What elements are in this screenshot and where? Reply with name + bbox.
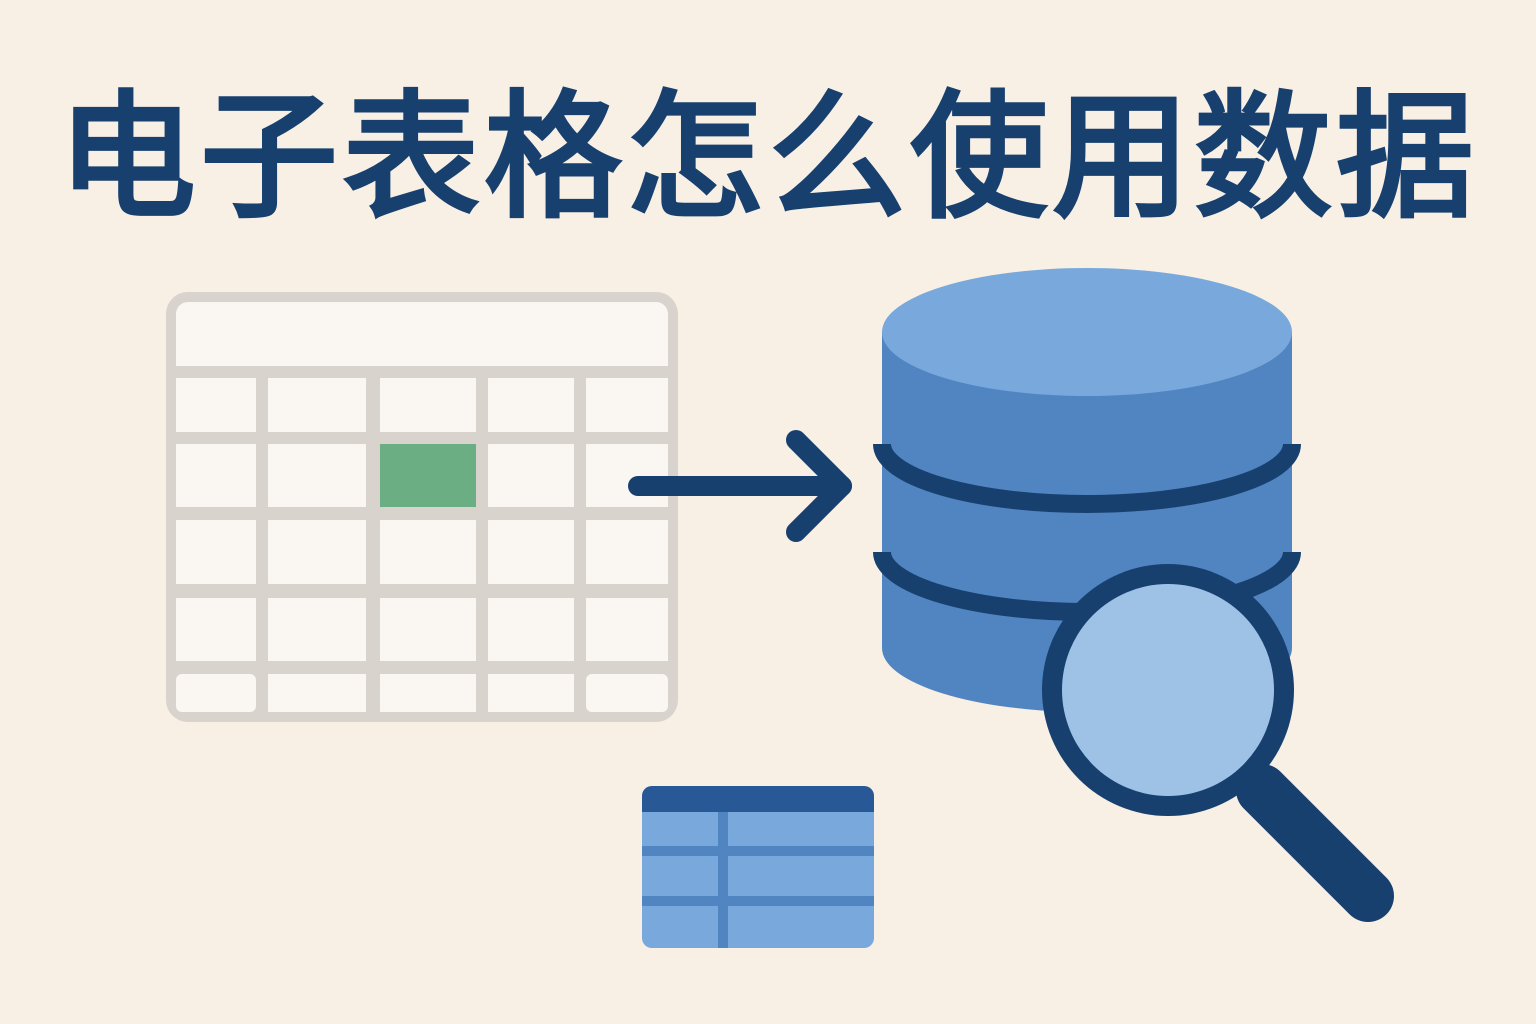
- grid-cell: [586, 378, 668, 432]
- selected-cell: [380, 444, 476, 507]
- grid-cell: [380, 520, 476, 584]
- grid-cell: [268, 378, 366, 432]
- grid-cell: [176, 674, 256, 712]
- spreadsheet-cells: [176, 378, 668, 712]
- grid-cell: [380, 378, 476, 432]
- mini-table-body: [642, 786, 874, 948]
- grid-cell: [488, 378, 574, 432]
- grid-cell: [586, 598, 668, 661]
- database-top: [882, 268, 1292, 396]
- grid-cell: [176, 378, 256, 432]
- magnifier-handle: [1236, 764, 1394, 922]
- grid-cell: [268, 598, 366, 661]
- spreadsheet-icon: [166, 292, 678, 722]
- grid-cell: [380, 598, 476, 661]
- grid-cell: [488, 598, 574, 661]
- grid-cell: [586, 520, 668, 584]
- grid-cell: [268, 444, 366, 507]
- grid-cell: [380, 674, 476, 712]
- grid-cell: [488, 520, 574, 584]
- database-band-1: [873, 443, 1301, 513]
- grid-cell: [488, 674, 574, 712]
- grid-cell: [586, 674, 668, 712]
- grid-cell: [268, 674, 366, 712]
- magnifier-lens: [1062, 584, 1274, 796]
- grid-cell: [268, 520, 366, 584]
- grid-cell: [488, 444, 574, 507]
- magnifier-icon: [1042, 564, 1394, 922]
- grid-cell: [586, 444, 668, 507]
- arrow-right-icon: [628, 430, 852, 542]
- page-title: 电子表格怎么使用数据: [57, 77, 1478, 238]
- grid-cell: [176, 598, 256, 661]
- grid-cell: [176, 444, 256, 507]
- mini-table-header: [642, 786, 874, 812]
- table-icon: [642, 786, 874, 948]
- grid-cell: [176, 520, 256, 584]
